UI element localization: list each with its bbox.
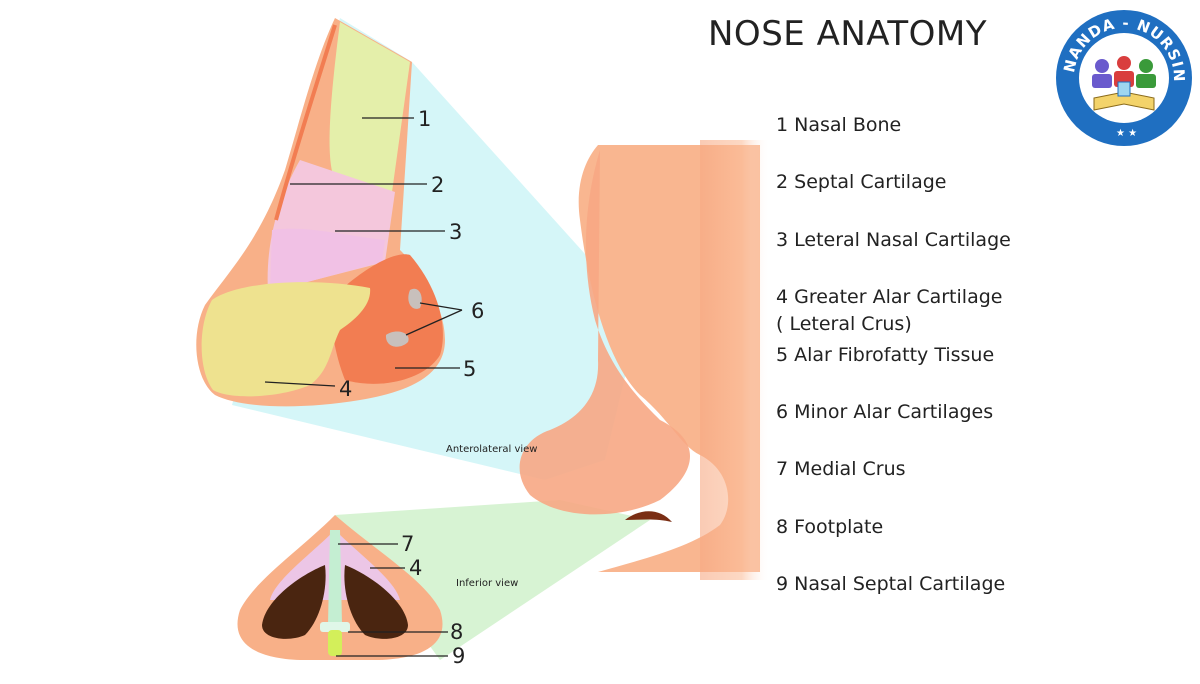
greater-alar-region <box>201 282 371 397</box>
callout-3: 3 <box>449 220 462 244</box>
anterolateral-nose <box>196 18 445 407</box>
anterolateral-view-label: Anterolateral view <box>446 444 538 455</box>
nostril-shadow <box>625 511 672 522</box>
legend-item: 5 Alar Fibrofatty Tissue <box>776 343 995 366</box>
inferior-callout-lines <box>336 543 448 657</box>
inferior-callout-4: 4 <box>409 556 422 580</box>
profile-fade <box>700 140 770 580</box>
inferior-callout-9: 9 <box>452 644 465 668</box>
legend-item: 1 Nasal Bone <box>776 114 902 136</box>
inferior-callout-8: 8 <box>450 620 463 644</box>
profile-nose-tip <box>519 150 690 515</box>
minor-alar-2 <box>385 331 409 347</box>
page-title: NOSE ANATOMY <box>708 14 988 54</box>
lateral-cartilage-region <box>270 228 385 292</box>
nostril-left <box>262 565 326 639</box>
legend-item: 8 Footplate <box>776 515 884 538</box>
svg-text:★ ★: ★ ★ <box>1116 128 1137 139</box>
legend-item: 2 Septal Cartilage <box>776 171 947 194</box>
legend-item: 3 Leteral Nasal Cartilage <box>776 228 1011 251</box>
legend-list: 1 Nasal Bone 2 Septal Cartilage 3 Letera… <box>776 112 1011 629</box>
callout-6: 6 <box>471 299 484 323</box>
nasal-bone-region <box>329 22 410 192</box>
medial-crus <box>328 530 342 625</box>
nostril-right <box>344 565 408 639</box>
minor-alar-1 <box>408 288 422 309</box>
legend-item: 7 Medial Crus <box>776 458 906 481</box>
inferior-view-label: Inferior view <box>456 578 519 589</box>
septal-cartilage-tip <box>328 630 342 656</box>
legend-item: 6 Minor Alar Cartilages <box>776 400 994 423</box>
legend-item: 9 Nasal Septal Cartilage <box>776 573 1006 596</box>
inferior-callout-7: 7 <box>401 532 414 556</box>
inferior-nose <box>237 515 443 660</box>
septal-line <box>274 24 337 221</box>
legend-item: 4 Greater Alar Cartilage ( Leteral Crus) <box>776 286 1003 336</box>
nanda-nursing-classes-logo: NANDA - NURSING CLASSES ★ ★ <box>1054 8 1192 146</box>
anterolateral-callout-lines <box>264 117 463 387</box>
callout-5: 5 <box>463 357 476 381</box>
callout-4: 4 <box>339 377 352 401</box>
callout-1: 1 <box>418 107 431 131</box>
callout-2: 2 <box>431 173 444 197</box>
footplate <box>320 622 350 632</box>
